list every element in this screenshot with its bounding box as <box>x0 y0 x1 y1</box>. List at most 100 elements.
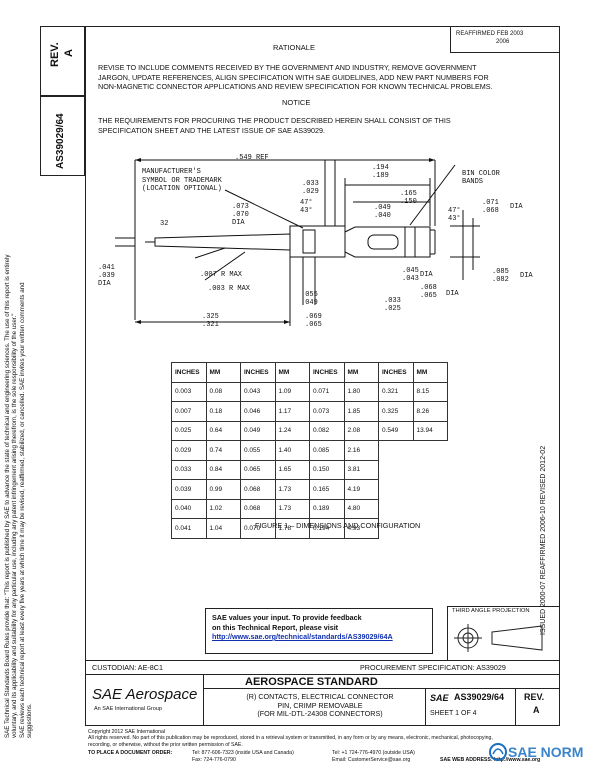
table-cell: 0.165 <box>309 479 345 500</box>
table-header-cell: INCHES <box>240 362 276 383</box>
dim-041-039: .041 .039 DIA <box>98 264 115 288</box>
table-cell: 1.73 <box>274 498 310 519</box>
dim-069-065: .069 .065 <box>305 313 322 329</box>
dim-value: .068 <box>420 284 437 292</box>
dim-value: .043 <box>402 275 419 283</box>
rev-box: REV. A <box>40 26 85 96</box>
dim-value: .071 <box>482 199 499 207</box>
table-cell: 0.321 <box>378 381 414 402</box>
dim-value: 47° <box>300 199 313 207</box>
sae-logo-subtitle: An SAE International Group <box>94 706 162 712</box>
web-address: SAE WEB ADDRESS: http://www.sae.org <box>440 757 541 763</box>
dim-value: .049 <box>301 299 318 307</box>
table-cell: 0.18 <box>205 401 241 422</box>
dim-055-049: .055 .049 <box>301 291 318 307</box>
table-cell: 1.24 <box>274 420 310 441</box>
main-frame <box>85 26 560 726</box>
dim-033-029: .033 .029 <box>302 180 319 196</box>
left-margin-line: voluntary, and its applicability and sui… <box>11 313 19 738</box>
left-margin-line: SAE Technical Standards Board Rules prov… <box>4 254 11 739</box>
dim-value: .025 <box>384 305 401 313</box>
description-line: PIN, CRIMP REMOVABLE <box>277 700 363 710</box>
feedback-box: SAE values your input. To provide feedba… <box>205 608 433 654</box>
bin-color-bands-note: BIN COLOR BANDS <box>462 170 500 186</box>
feedback-line: SAE values your input. To provide feedba… <box>212 613 362 622</box>
dim-value: .065 <box>305 321 322 329</box>
table-cell: 0.073 <box>309 401 345 422</box>
dim-value: .070 <box>232 211 249 219</box>
dim-033-025: .033 .025 <box>384 297 401 313</box>
table-cell: 0.055 <box>240 440 276 461</box>
table-cell: 0.085 <box>309 440 345 461</box>
table-cell-empty <box>379 460 414 480</box>
rationale-body: REVISE TO INCLUDE COMMENTS RECEIVED BY T… <box>98 63 493 92</box>
feedback-line: on this Technical Report, please visit <box>212 622 339 632</box>
table-cell: 4.93 <box>343 518 379 539</box>
dim-value: .073 <box>232 203 249 211</box>
table-cell: 8.15 <box>412 381 448 402</box>
third-angle-projection-symbol <box>454 624 543 652</box>
dim-068-065: .068 .065 <box>420 284 437 300</box>
table-cell: 1.65 <box>274 459 310 480</box>
note-line: BANDS <box>462 178 484 186</box>
table-cell: 0.065 <box>240 459 276 480</box>
copyright-line: Copyright 2012 SAE International <box>88 729 165 735</box>
reaffirmed-year: 2006 <box>496 39 510 45</box>
table-cell: 1.78 <box>274 518 310 539</box>
table-cell: 13.94 <box>412 420 448 441</box>
table-cell-empty <box>413 480 448 500</box>
dim-045-dia: DIA <box>420 271 433 279</box>
dim-value: .033 <box>302 180 319 188</box>
notice-line: SPECIFICATION SHEET AND THE LATEST ISSUE… <box>98 125 326 135</box>
table-cell: 0.071 <box>309 381 345 402</box>
table-cell: 0.549 <box>378 420 414 441</box>
dim-value: 43° <box>300 207 313 215</box>
radius-003: .003 R MAX <box>208 285 251 293</box>
table-cell: 0.039 <box>171 479 207 500</box>
table-header-row: INCHES MM INCHES MM INCHES MM INCHES MM <box>171 362 448 383</box>
table-cell: 0.041 <box>171 518 207 539</box>
procurement-spec: PROCUREMENT SPECIFICATION: AS39029 <box>360 663 506 672</box>
dim-value: .325 <box>202 313 219 321</box>
table-header-cell: INCHES <box>378 362 414 383</box>
dim-085-dia: DIA <box>520 272 533 280</box>
dim-value: .165 <box>400 190 417 198</box>
sae-norm-watermark: SAE NORM <box>508 744 584 760</box>
dim-value: .055 <box>301 291 318 299</box>
dim-068-dia: DIA <box>446 290 459 298</box>
left-margin-notice: SAE Technical Standards Board Rules prov… <box>4 38 34 739</box>
table-header-cell: INCHES <box>171 362 207 383</box>
dim-value: .150 <box>400 198 417 206</box>
dim-value: 43° <box>448 215 461 223</box>
dim-value: .068 <box>482 207 499 215</box>
notice-title: NOTICE <box>282 98 311 107</box>
table-cell-empty <box>413 460 448 480</box>
table-cell: 4.19 <box>343 479 379 500</box>
table-cell: 0.068 <box>240 498 276 519</box>
table-cell: 1.09 <box>274 381 310 402</box>
table-cell: 1.40 <box>274 440 310 461</box>
table-cell: 0.007 <box>171 401 207 422</box>
table-cell: 2.08 <box>343 420 379 441</box>
manufacturer-note-line: MANUFACTURER'S <box>142 168 201 176</box>
table-cell: 0.033 <box>171 459 207 480</box>
table-cell: 0.84 <box>205 459 241 480</box>
table-header-cell: MM <box>274 362 310 383</box>
dim-value: .085 <box>492 268 509 276</box>
doc-number-vertical: AS39029/64 <box>55 113 66 169</box>
table-cell: 0.08 <box>205 381 241 402</box>
dim-085-082: .085 .082 <box>492 268 509 284</box>
aerospace-standard-title: AEROSPACE STANDARD <box>245 676 378 688</box>
table-cell: 4.80 <box>343 498 379 519</box>
dim-value: .194 <box>372 164 389 172</box>
dim-value: .065 <box>420 292 437 300</box>
feedback-link[interactable]: http://www.sae.org/technical/standards/A… <box>212 632 393 641</box>
manufacturer-note-line: SYMBOL OR TRADEMARK <box>142 176 222 185</box>
tel-usa: Tel: 877-606-7323 (inside USA and Canada… <box>192 750 294 756</box>
